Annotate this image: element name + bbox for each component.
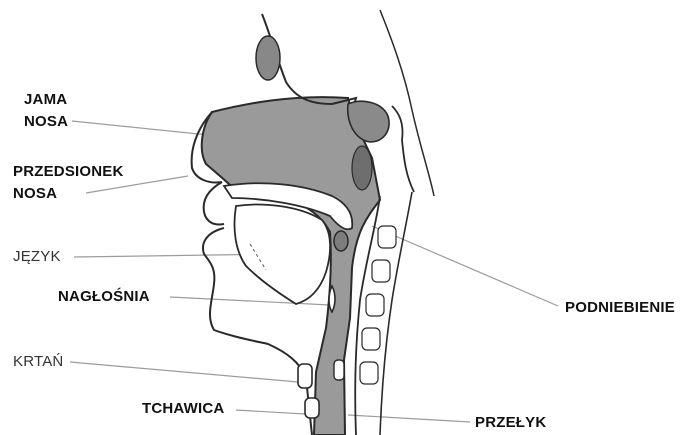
- label-przelyk: PRZEŁYK: [475, 413, 546, 433]
- skull-base-outline: [392, 106, 414, 192]
- larynx-back: [334, 360, 344, 380]
- label-naglosnia: NAGŁOŚNIA: [58, 287, 150, 307]
- tongue: [234, 205, 330, 304]
- label-jama-nosa-line2: NOSA: [24, 112, 68, 132]
- adenoid: [352, 146, 372, 190]
- uvula: [334, 231, 348, 251]
- leader-podniebienie: [372, 226, 558, 306]
- label-jezyk: JĘZYK: [13, 247, 61, 267]
- label-krtan: KRTAŃ: [13, 352, 63, 372]
- trachea-ring: [305, 398, 319, 418]
- frontal-sinus: [256, 36, 280, 80]
- leader-krtan: [70, 362, 298, 382]
- larynx-cartilage: [298, 364, 312, 388]
- label-przedsionek-line1: PRZEDSIONEK: [13, 162, 124, 182]
- leader-przelyk: [348, 415, 470, 422]
- upper-lip: [204, 182, 224, 225]
- label-tchawica: TCHAWICA: [142, 399, 224, 419]
- leader-tchawica: [236, 410, 305, 414]
- epiglottis: [329, 286, 335, 312]
- skull-back-outline: [380, 10, 434, 196]
- label-jama-nosa-line1: JAMA: [24, 90, 67, 110]
- label-podniebienie: PODNIEBIENIE: [565, 298, 675, 318]
- label-przedsionek-line2: NOSA: [13, 184, 57, 204]
